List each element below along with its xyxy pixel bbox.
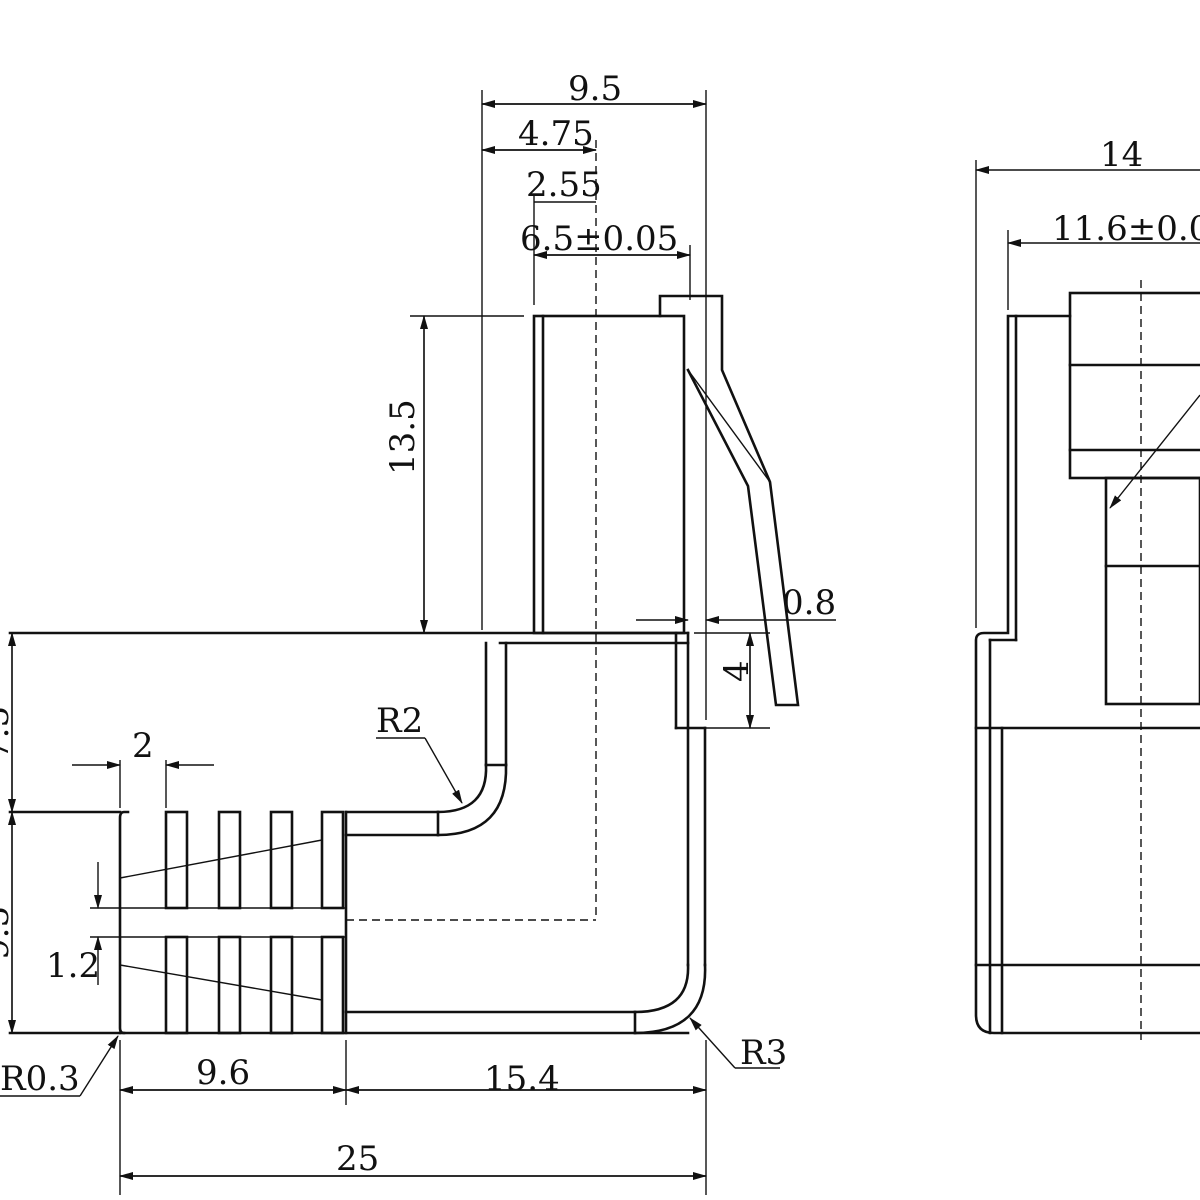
dim-width-total: 25 [336, 1139, 379, 1179]
dim-bend-radius-inner: R2 [376, 701, 423, 741]
dim-width-rear: 9.6 [196, 1053, 250, 1093]
pin-slots [119, 810, 346, 1035]
dim-side-width: 14 [1100, 135, 1143, 175]
dim-left-height-upper: 7.5 [0, 706, 17, 760]
front-view: 9.5 4.75 2.55 6.5±0.05 13.5 0.8 4 7.5 9.… [0, 69, 836, 1195]
dim-latch-height: 4 [717, 660, 757, 682]
plug-head [346, 140, 686, 921]
dim-half-width: 4.75 [518, 114, 594, 154]
dim-pin-gap: 1.2 [46, 946, 100, 986]
dimension-labels: 9.5 4.75 2.55 6.5±0.05 13.5 0.8 4 7.5 9.… [0, 69, 836, 1179]
side-dimension-labels: 14 11.6±0.0 [1052, 135, 1200, 249]
latch-spring [658, 294, 800, 707]
dim-top-width: 9.5 [568, 69, 622, 109]
side-dimension-lines [975, 160, 1200, 628]
dim-offset: 2.55 [526, 165, 602, 205]
side-body [974, 280, 1200, 1040]
dim-width-front: 15.4 [484, 1059, 560, 1099]
dim-left-height-lower: 9.5 [0, 906, 17, 960]
dim-contact-span: 6.5±0.05 [520, 219, 678, 259]
dimension-lines [0, 100, 836, 1180]
dim-side-inner-width: 11.6±0.0 [1052, 209, 1200, 249]
side-view: 14 11.6±0.0 [974, 135, 1200, 1040]
connector-body [8, 631, 707, 1035]
dim-bend-radius-outer: R3 [740, 1033, 787, 1073]
dim-pin-pitch: 2 [132, 726, 154, 766]
dim-height-upper: 13.5 [383, 399, 423, 475]
dim-latch-thickness: 0.8 [782, 583, 836, 623]
dim-corner-radius: R0.3 [0, 1059, 80, 1099]
